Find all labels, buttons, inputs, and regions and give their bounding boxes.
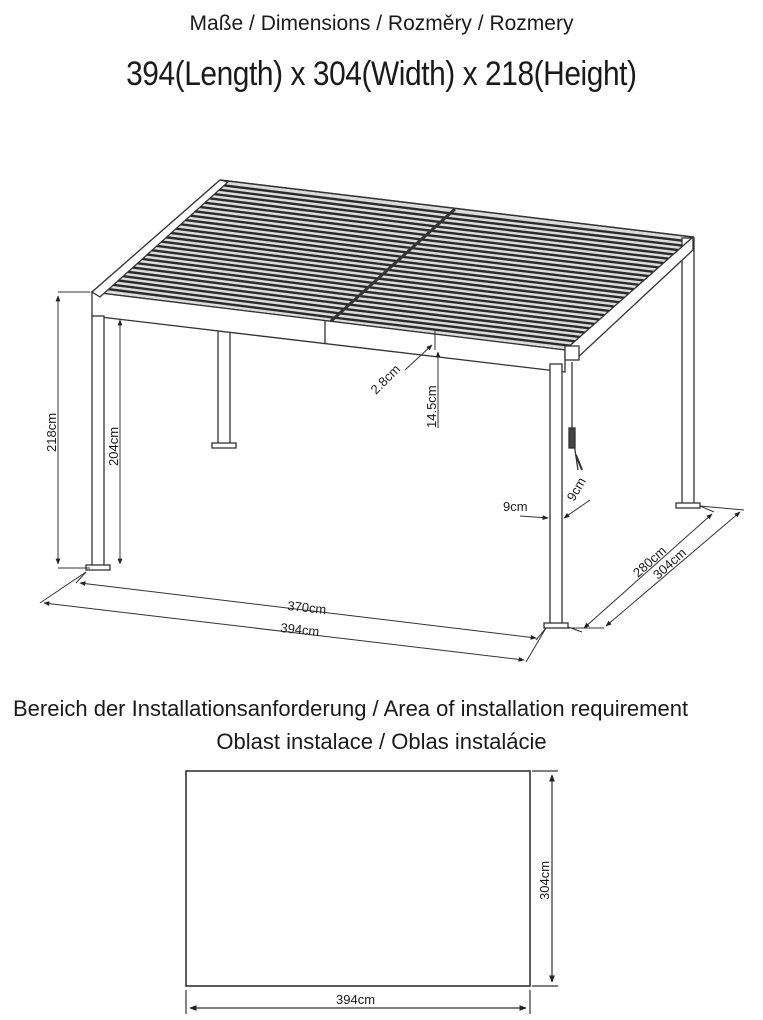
page-title: Maße / Dimensions / Rozměry / Rozmery	[189, 12, 574, 35]
dimension-lines	[39, 291, 745, 663]
height-clear-label: 204cm	[106, 427, 121, 466]
installation-title: Bereich der Installationsanforderung / A…	[13, 696, 689, 721]
installation-subtitle: Oblast instalace / Oblas instalácie	[216, 729, 547, 754]
installation-area	[185, 770, 558, 1014]
inner-length-label: 370cm	[287, 598, 327, 617]
beam-height-label: 14.5cm	[424, 385, 439, 428]
outer-length-label: 394cm	[280, 620, 320, 639]
post-a-label: 9cm	[503, 499, 528, 514]
install-width-label: 304cm	[537, 861, 552, 900]
post-b-label: 9cm	[564, 475, 589, 504]
beam-thickness-label: 2.8cm	[368, 361, 404, 397]
install-length-label: 394cm	[336, 992, 375, 1007]
pergola-frame	[85, 179, 701, 629]
height-total-label: 218cm	[44, 413, 59, 452]
roof-louvers	[90, 179, 695, 351]
dimensions-heading: 394(Length) x 304(Width) x 218(Height)	[126, 55, 637, 93]
